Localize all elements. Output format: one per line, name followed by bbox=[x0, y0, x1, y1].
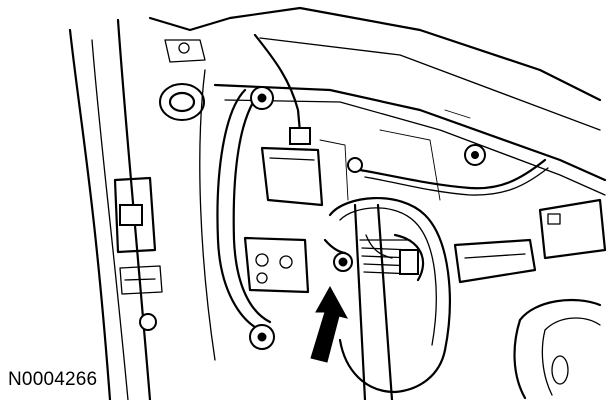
right-bracket bbox=[453, 198, 607, 284]
door-latch-bracket bbox=[113, 176, 163, 295]
access-opening bbox=[328, 196, 451, 394]
inner-panel-edges bbox=[199, 69, 471, 361]
fasteners bbox=[139, 86, 486, 350]
regulator-bolt bbox=[323, 238, 353, 272]
door-top-trim bbox=[213, 6, 607, 196]
figure-id-label: N0004266 bbox=[8, 369, 98, 390]
access-grommet-upper bbox=[159, 39, 206, 121]
window-regulator bbox=[353, 203, 425, 400]
callout-arrow-up bbox=[310, 285, 348, 363]
wiring-harness bbox=[216, 33, 549, 332]
mounting-plate bbox=[243, 236, 310, 294]
door-frame-left bbox=[68, 16, 232, 400]
speaker-opening bbox=[513, 298, 602, 400]
harness-connector bbox=[260, 127, 324, 207]
